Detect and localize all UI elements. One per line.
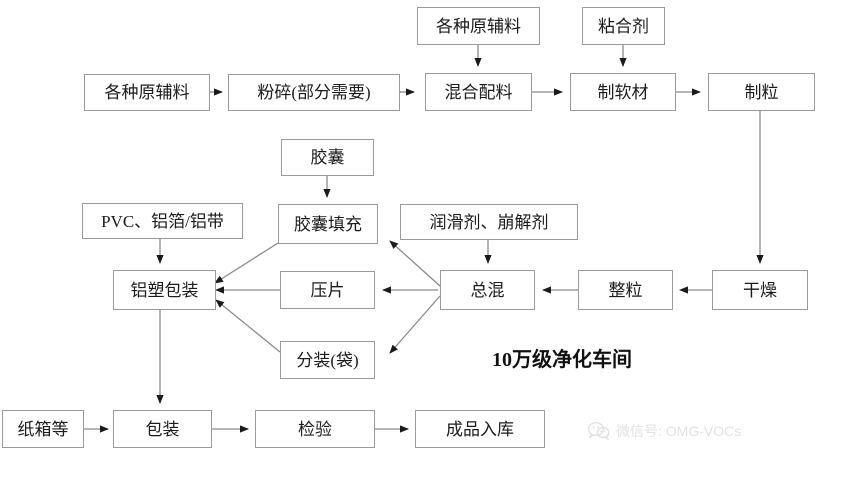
node-label: 各种原辅料 [104, 83, 190, 102]
node-label: 胶囊 [310, 148, 345, 167]
node-label: 分装(袋) [296, 350, 359, 370]
node-inspection[interactable]: 检验 [255, 410, 375, 448]
cleanroom-zone-label: 10万级净化车间 [492, 349, 632, 371]
watermark: 微信号: OMG-VOCs [588, 421, 741, 441]
node-label: PVC、铝箔/铝带 [101, 211, 224, 231]
node-label: 包装 [145, 419, 180, 439]
node-label: 纸箱等 [17, 419, 69, 439]
node-granulation[interactable]: 制粒 [708, 73, 815, 111]
wechat-icon [588, 422, 610, 440]
node-lubricant-disintegrant[interactable]: 润滑剂、崩解剂 [400, 204, 578, 240]
node-carton[interactable]: 纸箱等 [2, 410, 84, 448]
edge-total_mix-bagging [389, 295, 441, 354]
node-label: 粉碎(部分需要) [257, 83, 371, 102]
watermark-text: 微信号: OMG-VOCs [616, 423, 742, 439]
node-sizing[interactable]: 整粒 [578, 270, 673, 310]
node-capsule-filling[interactable]: 胶囊填充 [278, 204, 378, 244]
node-label: 检验 [298, 419, 332, 439]
node-crushing[interactable]: 粉碎(部分需要) [228, 74, 400, 111]
node-label: 总混 [470, 280, 505, 300]
node-label: 混合配料 [444, 82, 513, 102]
node-pvc-aluminium-foil[interactable]: PVC、铝箔/铝带 [82, 203, 243, 239]
node-label: 胶囊填充 [294, 214, 362, 234]
node-drying[interactable]: 干燥 [712, 270, 808, 310]
node-label: 制粒 [744, 82, 779, 102]
node-tableting[interactable]: 压片 [280, 271, 375, 309]
node-capsule[interactable]: 胶囊 [281, 139, 374, 176]
node-binder[interactable]: 粘合剂 [582, 7, 665, 45]
node-mixing-batching[interactable]: 混合配料 [425, 73, 532, 111]
node-label: 压片 [310, 280, 345, 300]
node-total-mixing[interactable]: 总混 [440, 270, 535, 310]
node-label: 成品入库 [446, 419, 514, 439]
node-finished-goods-warehouse[interactable]: 成品入库 [415, 410, 545, 448]
node-soft-mass-preparation[interactable]: 制软材 [570, 73, 676, 111]
node-packing[interactable]: 包装 [113, 410, 212, 448]
edge-total_mix-capsule_fill [389, 240, 441, 287]
edge-bagging-alu_pack [215, 299, 281, 353]
node-label: 铝塑包装 [130, 280, 199, 300]
node-label: 各种原辅料 [436, 16, 521, 36]
node-label: 干燥 [743, 280, 777, 300]
node-label: 润滑剂、崩解剂 [429, 212, 549, 232]
node-label: 粘合剂 [598, 16, 649, 36]
node-raw-materials-input[interactable]: 各种原辅料 [84, 74, 210, 111]
node-aluminium-plastic-packaging[interactable]: 铝塑包装 [113, 270, 216, 310]
node-bagging[interactable]: 分装(袋) [280, 341, 375, 379]
node-label: 制软材 [597, 82, 649, 102]
node-label: 整粒 [608, 280, 643, 300]
edge-capsule_fill-alu_pack [214, 242, 279, 284]
node-raw-materials-top[interactable]: 各种原辅料 [417, 7, 540, 45]
